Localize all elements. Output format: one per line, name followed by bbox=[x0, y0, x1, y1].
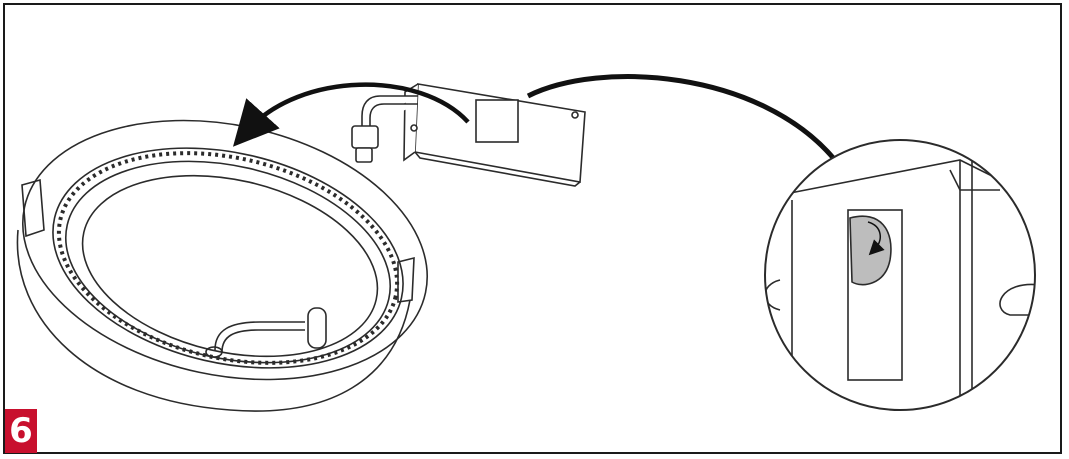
tab-highlight bbox=[849, 215, 892, 286]
lamp-housing bbox=[16, 119, 428, 412]
step-number-badge: 6 bbox=[5, 409, 37, 453]
detail-callout-curve bbox=[526, 74, 837, 162]
connector-cable bbox=[351, 95, 418, 163]
detail-magnifier bbox=[764, 139, 1036, 411]
insert-driver-arrow bbox=[232, 82, 470, 147]
led-driver-box bbox=[403, 83, 586, 187]
rotation-arrow bbox=[867, 221, 885, 256]
driver-label-window bbox=[475, 99, 519, 143]
